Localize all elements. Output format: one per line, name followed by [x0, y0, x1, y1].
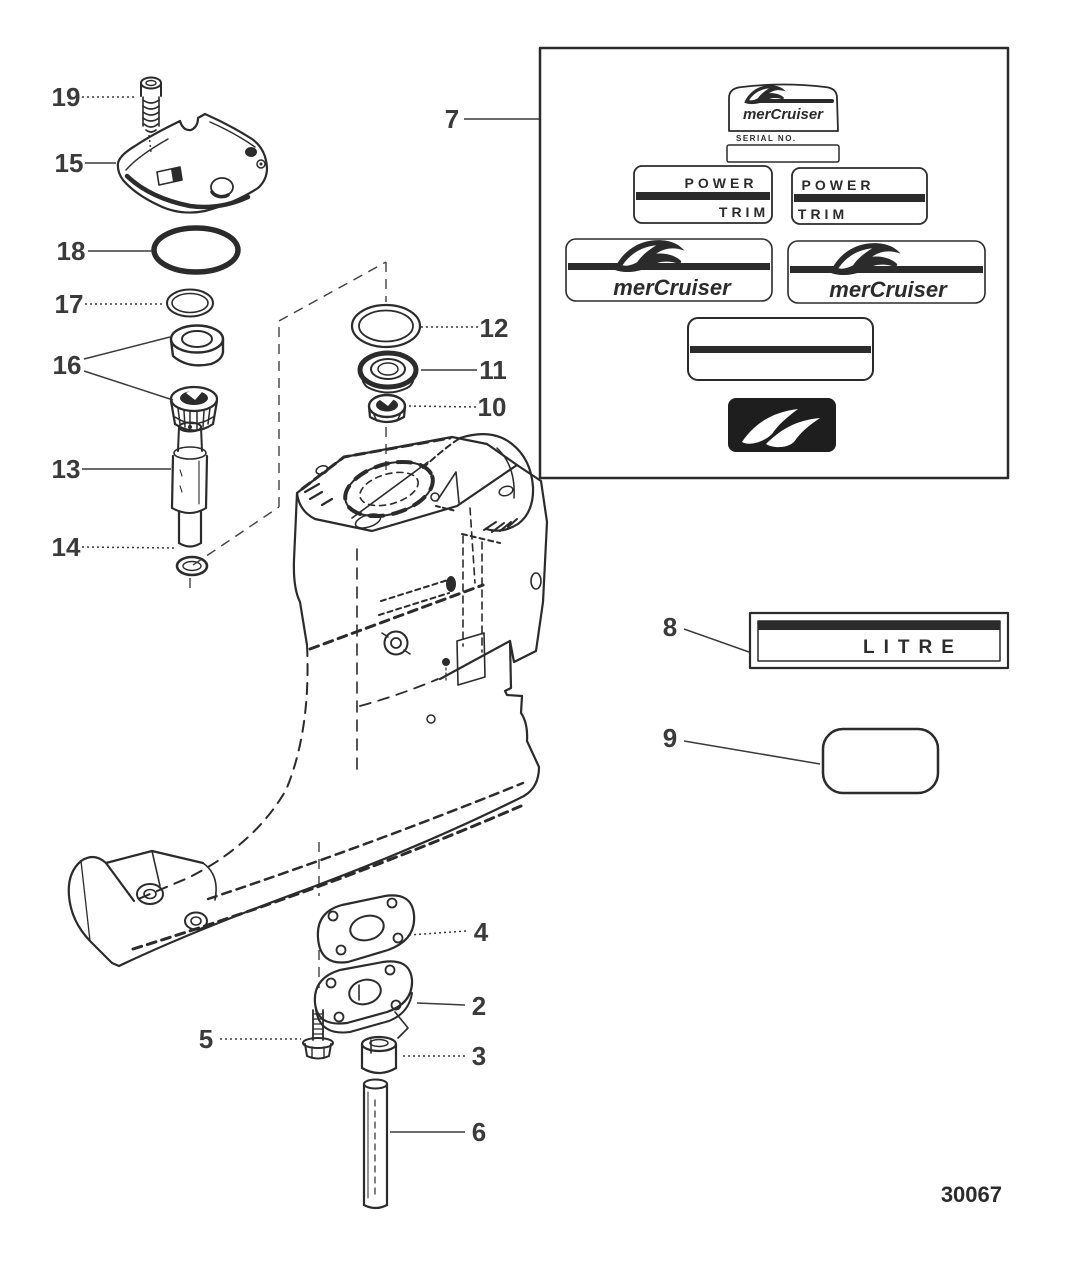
part-13-driveshaft [170, 421, 209, 548]
decal-serial-blank-field [726, 144, 840, 163]
part-19-screw [140, 76, 162, 153]
callout-9: 9 [663, 723, 677, 753]
wave-logo-icon [766, 418, 820, 448]
callout-5: 5 [199, 1024, 213, 1054]
callout-10: 10 [478, 392, 507, 422]
decal-serial: merCruiser SERIAL NO. [726, 83, 840, 163]
decal-sheet-box: merCruiser SERIAL NO. POWER TRIM POWER T… [538, 46, 1010, 480]
power-label: POWER [685, 175, 758, 191]
decal-stripe [690, 346, 871, 353]
callout-2: 2 [472, 991, 486, 1021]
decal-serial-label: SERIAL NO. [736, 134, 797, 143]
drawing-number: 30067 [941, 1182, 1002, 1207]
power-label: POWER [802, 177, 875, 193]
brand-text: merCruiser [829, 277, 948, 302]
decal-stripe [794, 194, 925, 202]
part-15-cover [116, 112, 269, 214]
part-6-tube [362, 1078, 389, 1210]
part-17-o-ring [166, 288, 214, 318]
wave-logo-icon [742, 409, 798, 444]
leader-4 [408, 930, 467, 936]
part-driveshaft-housing [67, 433, 549, 968]
callout-19: 19 [52, 82, 81, 112]
decal-mercruiser-right: merCruiser [787, 240, 986, 304]
part-4-gasket [316, 894, 416, 964]
leader-9 [683, 740, 821, 765]
callout-15: 15 [55, 148, 84, 178]
leader-8 [683, 628, 750, 653]
callout-12: 12 [480, 313, 509, 343]
trim-label: TRIM [719, 204, 769, 220]
part-2-plate [313, 960, 414, 1039]
part-3-bushing [360, 1035, 398, 1075]
part-12-o-ring [350, 303, 422, 349]
callout-11: 11 [479, 355, 507, 385]
decal-serial-brand-text: merCruiser [743, 106, 824, 123]
decal-stripe [636, 192, 770, 200]
leader-10 [407, 405, 477, 408]
part-10-seal-nut [367, 393, 407, 424]
callout-7: 7 [445, 104, 459, 134]
part-18-o-ring [151, 225, 241, 275]
part-11-bearing-seal [357, 350, 419, 394]
decal-9-blank [821, 727, 940, 795]
decal-blank-stripe [687, 317, 874, 381]
decal-box-border [538, 46, 1010, 480]
callout-18: 18 [57, 236, 86, 266]
callout-4: 4 [474, 917, 489, 947]
decal-mercruiser-left: merCruiser [565, 238, 773, 302]
decal-8-litre: LITRE [748, 611, 1010, 670]
decal-stripe [790, 266, 983, 273]
callout-6: 6 [472, 1117, 486, 1147]
callout-16: 16 [53, 350, 82, 380]
decal-power-trim-left: POWER TRIM [633, 165, 773, 224]
decal-stripe [568, 263, 770, 270]
leader-16b [83, 370, 174, 401]
callout-13: 13 [52, 454, 81, 484]
callout-17: 17 [55, 289, 84, 319]
leader-16a [83, 336, 171, 360]
litre-label: LITRE [863, 637, 963, 658]
part-16-bearing-race [169, 324, 225, 367]
leader-2 [416, 1002, 466, 1006]
callout-8: 8 [663, 612, 677, 642]
callout-3: 3 [472, 1041, 486, 1071]
decal-power-trim-right: POWER TRIM [791, 167, 928, 225]
decal-black-wave [728, 398, 836, 452]
trim-label: TRIM [798, 206, 848, 222]
part-16-tapered-bearing [169, 385, 219, 432]
part-5-bolt [302, 1009, 334, 1060]
callout-14: 14 [52, 532, 81, 562]
leader-14 [81, 546, 177, 549]
decal-stripe [758, 621, 1000, 630]
part-14-o-ring [175, 555, 209, 577]
brand-text: merCruiser [613, 275, 732, 300]
